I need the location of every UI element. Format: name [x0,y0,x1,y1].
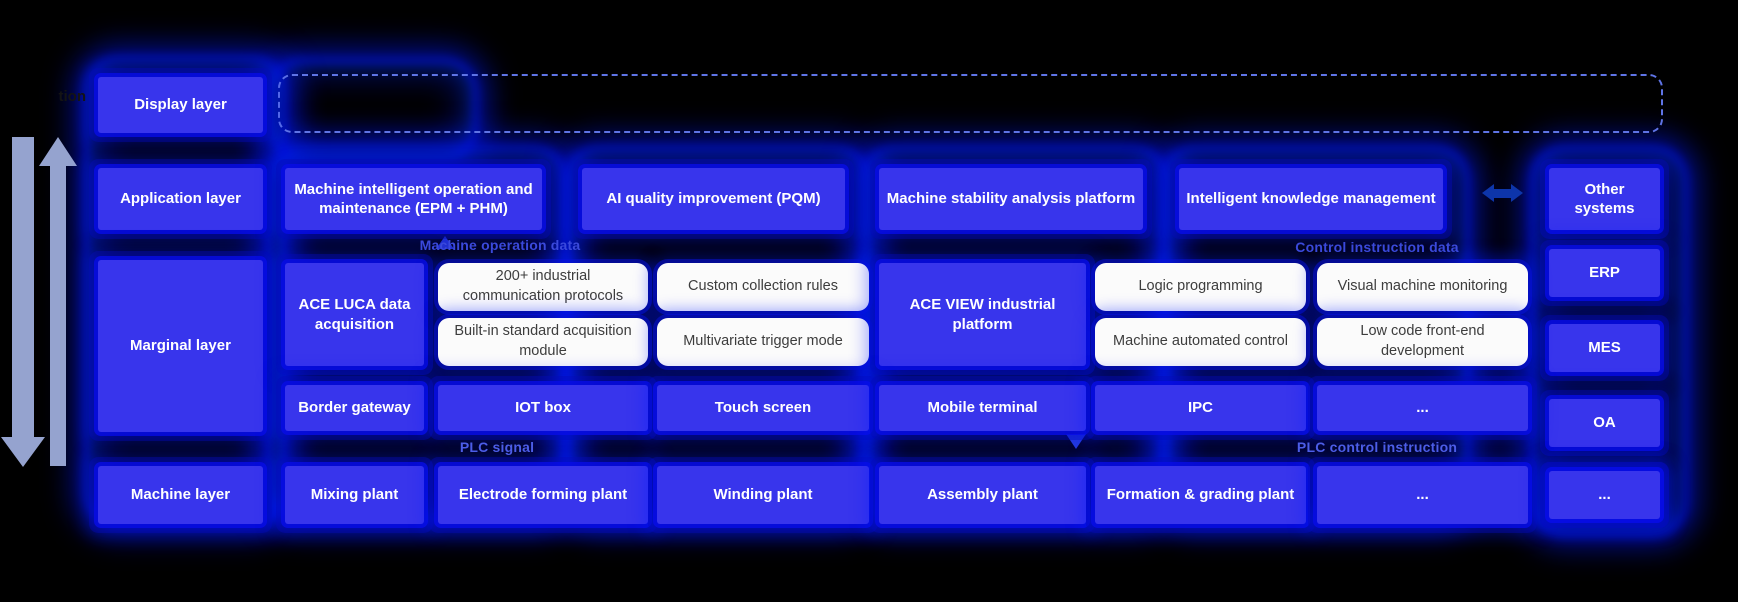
feature-visual-monitoring: Visual machine monitoring [1317,263,1528,311]
halo-display-layer [268,58,478,160]
bidirectional-arrow-icon [1493,189,1511,198]
device-touch-screen: Touch screen [657,385,869,431]
up-arrow-icon [50,166,66,466]
feature-communication-protocols: 200+ industrial communication protocols [438,263,648,311]
down-arrow-icon [12,137,34,437]
right-item-mes: MES [1549,324,1660,372]
down-arrow-head-icon [1,437,45,467]
halo-right-column [1530,146,1688,536]
plant-assembly: Assembly plant [879,466,1086,524]
device-more: ... [1317,385,1528,431]
app-epm-phm: Machine intelligent operation and mainte… [285,168,542,230]
layer-display: Display layer [98,77,263,133]
label-machine-operation-data: Machine operation data [419,237,581,253]
plant-formation-grading: Formation & grading plant [1095,466,1306,524]
display-layer-dashed-frame [278,74,1663,133]
device-ipc: IPC [1095,385,1306,431]
device-mobile-terminal: Mobile terminal [879,385,1086,431]
feature-logic-programming: Logic programming [1095,263,1306,311]
ace-luca-box: ACE LUCA data acquisition [285,263,424,366]
layer-application: Application layer [98,168,263,230]
label-plc-signal: PLC signal [459,439,535,455]
ace-view-box: ACE VIEW industrial platform [879,263,1086,366]
up-arrow-head-icon [39,137,77,166]
app-ai-quality: AI quality improvement (PQM) [582,168,845,230]
label-control-instruction-data: Control instruction data [1295,239,1459,255]
app-stability-platform: Machine stability analysis platform [879,168,1143,230]
device-border-gateway: Border gateway [285,385,424,431]
feature-automated-control: Machine automated control [1095,318,1306,366]
right-item-erp: ERP [1549,249,1660,297]
feature-acquisition-module: Built-in standard acquisition module [438,318,648,366]
small-down-arrow-icon [1066,434,1086,449]
right-item-oa: OA [1549,399,1660,447]
plant-mixing: Mixing plant [285,466,424,524]
cutoff-label-fragment: tion [58,88,87,105]
bidirectional-arrow-right-icon [1511,184,1523,202]
layer-marginal: Marginal layer [98,260,263,432]
label-plc-control-instruction: PLC control instruction [1296,439,1458,455]
other-systems: Other systems [1549,168,1660,230]
plant-winding: Winding plant [657,466,869,524]
small-up-arrow-icon [436,236,454,249]
app-knowledge-management: Intelligent knowledge management [1179,168,1443,230]
layer-machine: Machine layer [98,466,263,524]
plant-more: ... [1317,466,1528,524]
feature-trigger-mode: Multivariate trigger mode [657,318,869,366]
feature-low-code: Low code front-end development [1317,318,1528,366]
feature-collection-rules: Custom collection rules [657,263,869,311]
bidirectional-arrow-left-icon [1482,184,1494,202]
plant-more-right: ... [1549,471,1660,519]
plant-electrode-forming: Electrode forming plant [438,466,648,524]
device-iot-box: IOT box [438,385,648,431]
